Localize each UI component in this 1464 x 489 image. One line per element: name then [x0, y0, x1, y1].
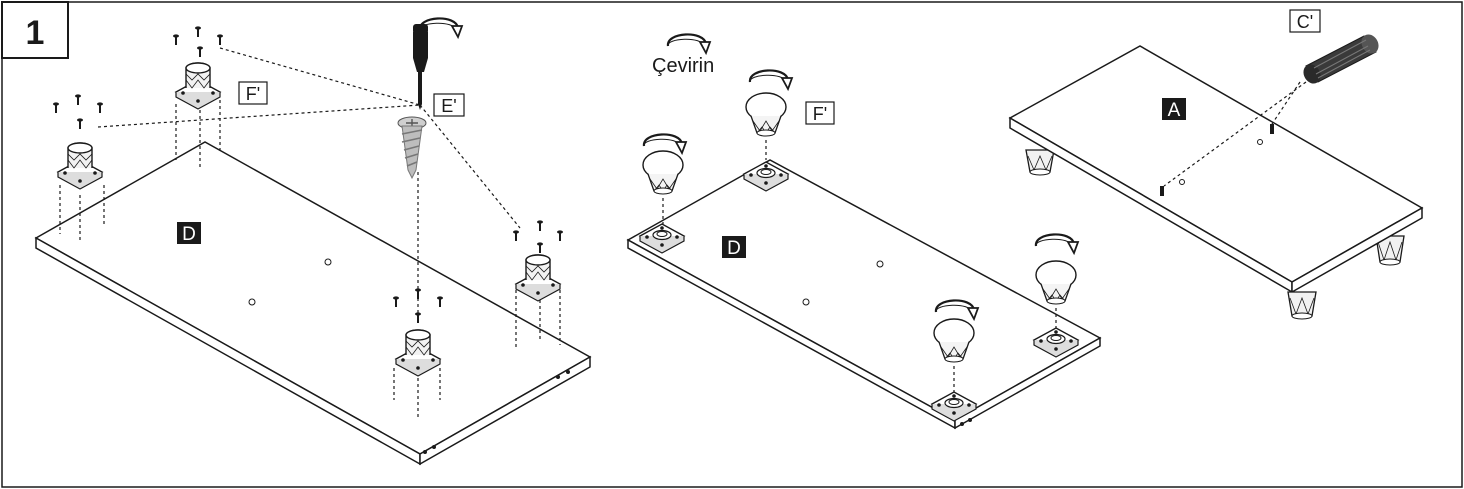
- svg-text:F': F': [813, 104, 827, 124]
- svg-text:A: A: [1168, 100, 1181, 121]
- wooden-dowel-icon: [1303, 34, 1379, 84]
- turn-instruction-text: Çevirin: [652, 55, 714, 77]
- part-label-foot-left: F': [238, 81, 268, 105]
- svg-text:F': F': [246, 84, 260, 104]
- panel-a-assembled: [1008, 45, 1424, 320]
- furniture-foot-icon: [1035, 260, 1077, 305]
- furniture-foot-icon: [175, 62, 221, 110]
- part-label-screw: E': [433, 93, 465, 117]
- panel-d-middle: [626, 159, 1102, 430]
- furniture-foot-icon: [642, 150, 684, 195]
- rotate-arrow-icon: [642, 133, 688, 155]
- panel-label-a: A: [1162, 98, 1186, 121]
- panel-label-d-middle: D: [722, 236, 746, 259]
- guide-lines-left: [59, 47, 561, 420]
- furniture-foot-icon: [57, 142, 103, 190]
- svg-text:C': C': [1297, 12, 1313, 32]
- rotate-arrow-icon: [666, 33, 712, 55]
- furniture-foot-icon: [745, 92, 787, 137]
- part-label-foot-middle: F': [805, 101, 835, 125]
- screwdriver-icon: [413, 24, 428, 110]
- step-number-box: 1: [1, 1, 69, 59]
- part-label-dowel: C': [1289, 9, 1321, 33]
- svg-text:E': E': [441, 96, 456, 116]
- panel-label-d-left: D: [177, 222, 201, 245]
- screw-icon: [397, 116, 427, 180]
- furniture-foot-icon: [515, 254, 561, 302]
- svg-text:D: D: [727, 238, 741, 259]
- rotate-arrow-icon: [748, 69, 794, 91]
- guide-lines-middle: [662, 140, 1057, 392]
- step-number: 1: [26, 14, 45, 52]
- guide-lines-right: [1163, 81, 1307, 187]
- svg-text:D: D: [182, 224, 196, 245]
- panel-d-left: [34, 141, 592, 466]
- rotate-arrow-icon: [1034, 233, 1080, 255]
